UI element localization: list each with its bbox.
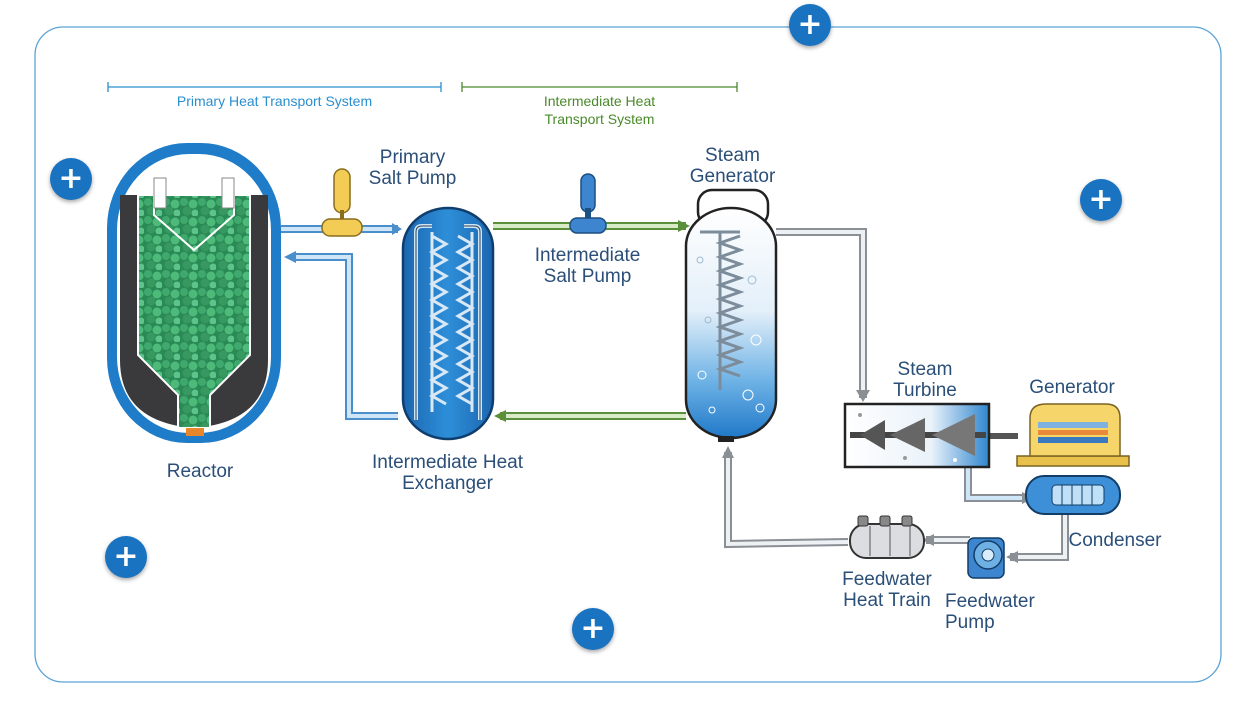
primary-system-label: Primary Heat Transport System [176,93,373,109]
feedwater-pump-label: Feedwater Pump [945,591,1055,633]
steam-turbine-casing [843,402,991,469]
electric-generator-unit [1016,403,1130,467]
frame-border [34,26,1222,683]
hotspot-top-button[interactable]: + [789,4,831,46]
primary-salt-pump-label: Primary Salt Pump [350,147,475,189]
intermediate-heat-exchanger-label: Intermediate Heat Exchanger [345,452,550,494]
steam-generator-label-line1: Steam [705,145,760,166]
feedwater-heat-train-label: Feedwater Heat Train [822,569,952,611]
generator-label: Generator [1029,377,1115,398]
feedwater-pump-symbol [967,537,1005,579]
primary-salt-pump-label-line2: Salt Pump [368,168,457,189]
intermediate-system-bracket [461,82,738,92]
steam-generator-label-line2: Generator [689,166,776,187]
feedwater-pump-label-line1: Feedwater [945,591,1035,612]
intermediate-heat-exchanger-vessel [401,206,495,441]
steam-turbine-label: Steam Turbine [870,359,980,401]
intermediate-salt-pump-label: Intermediate Salt Pump [510,245,665,287]
condenser-label: Condenser [1068,530,1162,551]
hotspot-reactor-button[interactable]: + [50,158,92,200]
hotspot-bottom-left-button[interactable]: + [105,536,147,578]
primary-system-bracket [107,82,442,92]
condenser-unit [1025,475,1121,515]
primary-salt-pump-label-line1: Primary [379,147,446,168]
intermediate-salt-pump-symbol [569,173,607,234]
intermediate-heat-exchanger-label-line1: Intermediate Heat [371,452,524,473]
steam-turbine-label-line2: Turbine [893,380,957,401]
intermediate-system-label-line2: Transport System [544,111,655,127]
feedwater-heat-train-label-line1: Feedwater [842,569,932,590]
hotspot-generator-button[interactable]: + [1080,179,1122,221]
feedwater-heat-train-symbol [849,515,925,559]
steam-turbine-label-line1: Steam [897,359,953,380]
steam-generator-label: Steam Generator [670,145,795,187]
primary-loop-pipes [281,223,402,420]
intermediate-system-label-line1: Intermediate Heat [543,93,656,109]
intermediate-salt-pump-label-line2: Salt Pump [543,266,632,287]
feedwater-heat-train-label-line2: Heat Train [843,590,931,611]
reactor-vessel [107,143,281,443]
intermediate-heat-exchanger-label-line2: Exchanger [402,473,493,494]
feedwater-pump-label-line2: Pump [945,612,995,633]
intermediate-system-label: Intermediate Heat Transport System [462,92,737,128]
hotspot-bottom-center-button[interactable]: + [572,608,614,650]
steam-generator-vessel [684,188,778,442]
primary-salt-pump-symbol [321,168,363,237]
intermediate-salt-pump-label-line1: Intermediate [534,245,641,266]
reactor-label: Reactor [166,461,234,482]
